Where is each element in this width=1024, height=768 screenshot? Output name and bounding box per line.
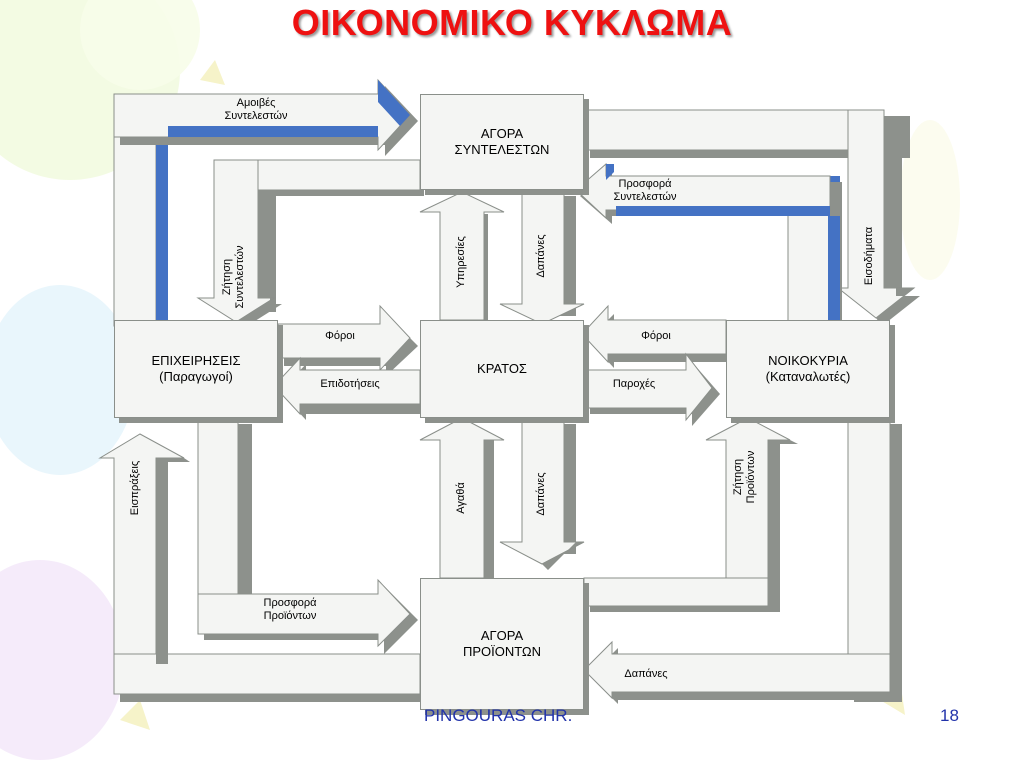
goods-flow [419,417,505,584]
receipts-flow [98,433,426,702]
factor-payments-flow [113,78,418,333]
factor-demand-label: Ζήτηση Συντελεστών [221,245,246,309]
product-demand-label: Ζήτηση Προϊόντων [732,450,757,504]
state-spending-top-flow [499,189,585,325]
product-supply-flow [197,417,418,654]
product-supply-label: Προσφορά Προϊόντων [263,597,317,622]
subsidies-label: Επιδοτήσεις [320,378,380,390]
taxes-households-flow [581,304,732,368]
footer-author: PINGOURAS CHR. [424,706,573,725]
goods-label: Αγαθά [455,482,467,514]
household-spending-label: Δαπάνες [624,668,668,680]
income-label: Εισοδήματα [863,226,875,286]
benefits-flow [583,352,720,426]
household-spending-flow [583,417,902,704]
product-demand-flow [583,417,798,612]
factor-supply-label: Προσφορά Συντελεστών [613,178,677,203]
benefits-label: Παροχές [612,378,656,390]
footer-page-number: 18 [940,706,959,725]
firms-node: ΕΠΙΧΕΙΡΗΣΕΙΣ (Παραγωγοί) [114,320,278,418]
page-title: ΟΙΚΟΝΟΜΙΚΟ ΚΥΚΛΩΜΑ [291,2,733,43]
factor-demand-flow [196,159,424,328]
state-spending-bottom-flow [499,417,585,570]
taxes-firms-label: Φόροι [325,330,355,342]
factor-supply-flow [575,162,842,328]
services-flow [419,191,505,326]
subsidies-flow [273,356,421,420]
income-flow [583,109,920,326]
households-node: ΝΟΙΚΟΚΥΡΙΑ (Καταναλωτές) [726,320,890,418]
factor-market-node: ΑΓΟΡΑ ΣΥΝΤΕΛΕΣΤΩΝ [420,94,584,190]
product-market-node: ΑΓΟΡΑ ΠΡΟΪΟΝΤΩΝ [420,578,584,710]
state-spending-bottom-label: Δαπάνες [535,472,547,516]
receipts-label: Εισπράξεις [129,460,141,516]
state-spending-top-label: Δαπάνες [535,234,547,278]
state-node: ΚΡΑΤΟΣ [420,320,584,418]
taxes-households-label: Φόροι [641,330,671,342]
services-label: Υπηρεσίες [455,236,467,288]
factor-payments-label: Αμοιβές Συντελεστών [224,97,288,122]
taxes-firms-flow [277,304,418,376]
